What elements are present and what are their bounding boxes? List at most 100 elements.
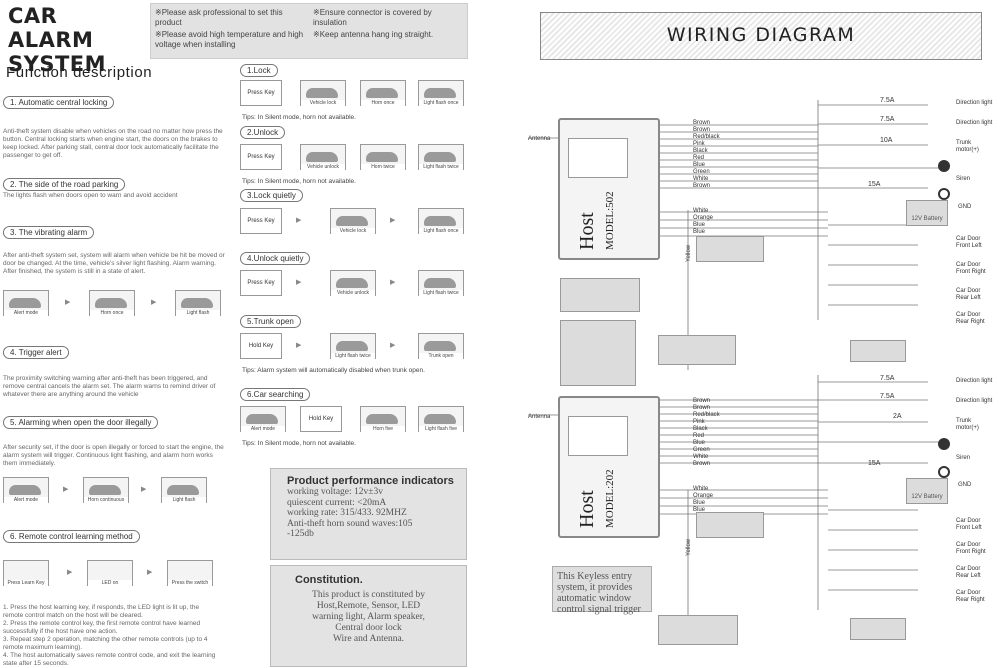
constitution-box: Constitution. This product is constitute… [270, 565, 467, 667]
fuse-label: 7.5A [880, 97, 895, 104]
learn-step: 1. Press the host learning key, if respo… [3, 604, 200, 619]
wiring-title: WIRING DIAGRAM [666, 24, 856, 46]
const-line: Wire and Antenna. [332, 634, 405, 644]
model-502: MODEL:502 [604, 191, 616, 250]
wire-color: Blue [693, 440, 706, 446]
wire-color: Brown [693, 120, 711, 126]
car-label: Trunk open [419, 353, 463, 359]
wire-color-list-2: White Orange Blue Blue [693, 208, 713, 236]
output-siren: Siren [956, 455, 971, 461]
note-box [560, 320, 636, 386]
battery-12v: 12V Battery [906, 200, 948, 226]
alarm-row-1: Alert mode ▶ Horn once ▶ Light flash [3, 290, 233, 324]
section-text-4: The proximity switching warning after an… [3, 375, 216, 398]
const-line: Host,Remote, Sensor, LED [316, 601, 421, 611]
remote-key-trunk: Hold Key [240, 333, 282, 359]
section-label-1: 1. Automatic central locking [3, 96, 115, 109]
func-label-1: 1.Lock [240, 64, 278, 77]
arrow-right-icon: ▶ [67, 569, 73, 576]
wire-color-list-1: Brown Brown Red/black Pink Black Red Blu… [693, 120, 720, 190]
remote-key-lock-quiet: Press Key [240, 208, 282, 234]
remote-key-unlock-quiet: Press Key [240, 270, 282, 296]
section-label-6: 6. Remote control learning method [3, 530, 140, 543]
wire-color: Green [693, 447, 710, 453]
wire-color-list-4: White Orange Blue Blue [693, 486, 713, 514]
model-202: MODEL:202 [604, 469, 616, 528]
func-row-5: Hold Key ▶ Light flash twice ▶ Trunk ope… [240, 333, 466, 363]
wire-color: White [693, 486, 709, 492]
wire-color: Brown [693, 183, 711, 189]
arrow-right-icon: ▶ [390, 279, 396, 286]
wire-color: Red [693, 155, 705, 161]
arrow-right-icon: ▶ [296, 342, 302, 349]
output-direction-light: Direction light [956, 378, 993, 384]
car-label: Alert mode [4, 310, 48, 316]
perf-line: working rate: 315/433. 92MHZ [287, 508, 407, 518]
car-label: Light flash once [419, 100, 463, 106]
wiring-lines [528, 100, 948, 630]
remote-key-search: Hold Key [300, 406, 342, 432]
perf-line: working voltage: 12v±3v [287, 487, 383, 497]
arrow-right-icon: ▶ [151, 299, 157, 306]
output-gnd: GND [958, 482, 972, 488]
performance-title: Product performance indicators [287, 475, 454, 487]
const-line: Central door lock [335, 623, 402, 633]
wire-color-list-3: Brown Brown Red/black Pink Black Red Blu… [693, 398, 720, 468]
antenna-label-2: Antenna [528, 414, 551, 420]
car-label: Light flash twice [419, 290, 463, 296]
car-label: Light flash once [419, 228, 463, 234]
performance-box: Product performance indicators working v… [270, 468, 467, 560]
learn-key-figure: Press Learn Key [3, 560, 49, 586]
output-trunk-motor: Trunk motor(+) [956, 418, 979, 431]
func-row-6: Alert mode Hold Key Horn five Light flas… [240, 406, 466, 436]
output-gnd: GND [958, 204, 972, 210]
arrow-right-icon: ▶ [296, 217, 302, 224]
car-figure: Light flash [161, 477, 207, 503]
arrow-right-icon: ▶ [65, 299, 71, 306]
host-word: Host [576, 212, 598, 250]
car-label: Alert mode [4, 497, 48, 503]
fuse-label: 7.5A [880, 393, 895, 400]
car-figure: Vehicle unlock [330, 270, 376, 296]
section-text-5: After security set, if the door is open … [3, 444, 224, 467]
section-label-2: 2. The side of the road parking [3, 178, 126, 191]
section-label-4: 4. Trigger alert [3, 346, 69, 359]
func-tip-5: Tips: Alarm system will automatically di… [242, 367, 425, 374]
wire-color: Brown [693, 398, 711, 404]
door-front-right: Car Door Front Right [956, 262, 986, 275]
tip-4: ※Keep antenna hang ing straight. [313, 30, 434, 39]
led-figure: LED on [87, 560, 133, 586]
car-figure: Light flash twice [330, 333, 376, 359]
car-figure: Light flash twice [418, 144, 464, 170]
wire-color: Orange [693, 215, 714, 221]
car-figure: Light flash once [418, 80, 464, 106]
host-unit-502: Host MODEL:502 [558, 118, 660, 260]
note-box [658, 335, 736, 365]
perf-line: Anti-theft horn sound waves:105 [287, 518, 413, 529]
battery-12v: 12V Battery [906, 478, 948, 504]
wire-color: Black [693, 426, 708, 432]
tip-2: ※Please avoid high temperature and high … [155, 30, 304, 49]
const-line: warning light, Alarm speaker, [312, 612, 425, 622]
car-label: Horn twice [361, 164, 405, 170]
doc-title: CAR ALARM SYSTEM [8, 4, 143, 76]
learn-row: Press Learn Key ▶ LED on ▶ Press the swi… [3, 560, 233, 590]
host-label-card [568, 138, 628, 178]
wire-color: Pink [693, 141, 705, 147]
car-label: Vehicle unlock [331, 290, 375, 296]
output-direction-light: Direction light [956, 120, 993, 126]
output-direction-light: Direction light [956, 398, 993, 404]
wire-color: Brown [693, 127, 711, 133]
func-tip-2: Tips: In Silent mode, horn not available… [242, 178, 356, 185]
door-rear-right: Car Door Rear Right [956, 312, 985, 325]
func-label-4: 4.Unlock quietly [240, 252, 311, 265]
car-label: Vehicle lock [331, 228, 375, 234]
car-label: Press the switch [168, 580, 212, 586]
wiring-title-box: WIRING DIAGRAM [540, 12, 982, 60]
car-label: Light flash [162, 497, 206, 503]
learn-step: 4. The host automatically saves remote c… [3, 652, 216, 667]
siren-icon [938, 438, 950, 450]
wire-color: White [693, 208, 709, 214]
section-text-3: After anti-theft system set, system will… [3, 252, 225, 275]
wire-color: Red [693, 433, 705, 439]
